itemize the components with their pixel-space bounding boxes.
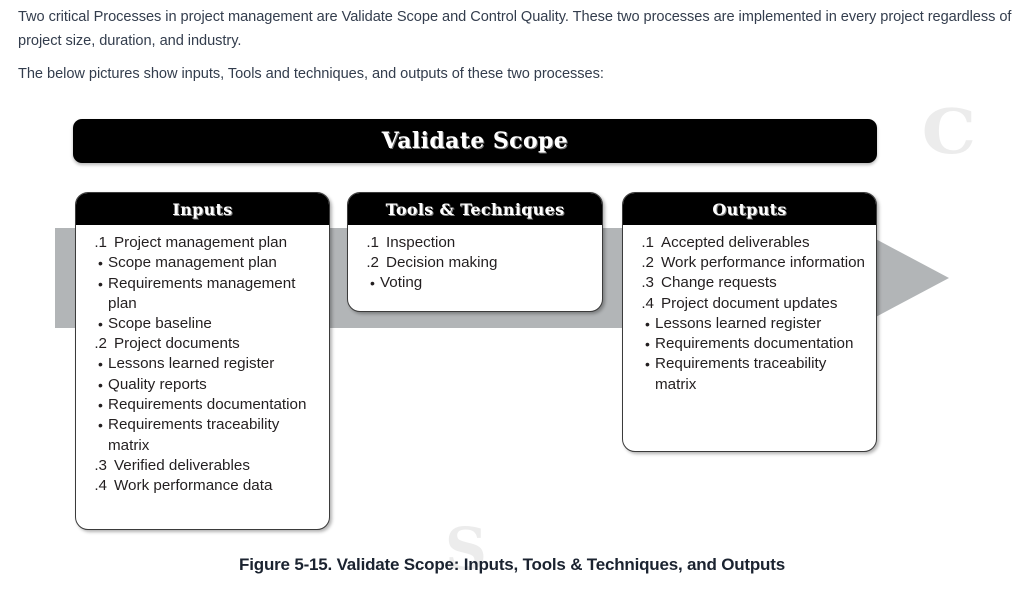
list-item: • Lessons learned register — [86, 354, 319, 374]
column-inputs-body: .1 Project management plan • Scope manag… — [76, 225, 329, 506]
watermark-top-icon: C — [921, 95, 975, 168]
column-outputs-body: .1 Accepted deliverables .2 Work perform… — [623, 225, 876, 405]
bullet-icon: • — [98, 376, 103, 393]
list-item: • Requirements documentation — [86, 395, 319, 415]
list-item: .4 Work performance data — [86, 476, 319, 496]
process-banner-title: Validate Scope — [381, 128, 569, 154]
bullet-text: Requirements traceability matrix — [655, 355, 827, 393]
bullet-text: Requirements traceability matrix — [108, 416, 280, 454]
bullet-text: Lessons learned register — [655, 314, 822, 332]
bullet-text: Requirements documentation — [108, 396, 307, 414]
item-marker: .1 — [641, 234, 654, 251]
sub-bullet-list: • Scope management plan • Requirements m… — [86, 253, 319, 334]
bullet-icon: • — [98, 315, 103, 332]
item-marker: .1 — [94, 234, 107, 251]
list-item: • Requirements management plan — [86, 274, 319, 314]
list-item: • Voting — [358, 273, 592, 293]
item-marker: .4 — [641, 294, 654, 312]
list-item: .3 Verified deliverables — [86, 456, 319, 476]
item-text: Accepted deliverables — [661, 234, 810, 251]
bullet-text: Scope baseline — [108, 314, 212, 332]
item-text: Project document updates — [661, 294, 838, 312]
bullet-text: Voting — [380, 274, 423, 292]
bullet-icon: • — [645, 315, 650, 332]
item-text: Project management plan — [114, 234, 288, 251]
list-item: • Requirements documentation — [633, 334, 866, 354]
bullet-text: Requirements management plan — [108, 274, 296, 312]
column-outputs-header-title: Outputs — [712, 199, 787, 219]
item-text: Verified deliverables — [114, 456, 250, 474]
list-item: • Lessons learned register — [633, 314, 866, 334]
intro-text-block: Two critical Processes in project manage… — [18, 6, 1014, 87]
list-item: • Quality reports — [86, 375, 319, 395]
list-item: .4 Project document updates — [633, 294, 866, 314]
list-item: • Scope baseline — [86, 314, 319, 334]
item-marker: .1 — [366, 234, 379, 251]
list-item: .1 Accepted deliverables — [633, 233, 866, 253]
item-text: Change requests — [661, 274, 777, 292]
process-banner: Validate Scope — [73, 119, 877, 163]
list-item: • Requirements traceability matrix — [86, 415, 319, 455]
intro-paragraph-2: The below pictures show inputs, Tools an… — [18, 66, 604, 83]
bullet-text: Lessons learned register — [108, 355, 275, 373]
column-tools-header: Tools & Techniques — [348, 193, 602, 225]
item-marker: .3 — [641, 274, 654, 292]
list-item: • Requirements traceability matrix — [633, 354, 866, 394]
bullet-text: Requirements documentation — [655, 335, 854, 353]
figure-caption: Figure 5-15. Validate Scope: Inputs, Too… — [239, 555, 785, 574]
bullet-text: Scope management plan — [108, 254, 277, 272]
sub-bullet-list: • Lessons learned register • Requirement… — [633, 314, 866, 395]
bullet-icon: • — [645, 356, 650, 373]
bullet-icon: • — [98, 255, 103, 272]
column-inputs-header: Inputs — [76, 193, 329, 225]
list-item: .1 Inspection — [358, 233, 592, 253]
bullet-icon: • — [98, 397, 103, 414]
item-marker: .4 — [94, 477, 107, 495]
validate-scope-figure: C S Validate Scope Inputs .1 Project man… — [0, 95, 1024, 613]
sub-bullet-list: • Lessons learned register • Quality rep… — [86, 354, 319, 455]
item-text: Inspection — [386, 234, 456, 251]
column-outputs-header: Outputs — [623, 193, 876, 225]
sub-bullet-list: • Voting — [358, 273, 592, 293]
item-marker: .3 — [94, 456, 107, 474]
column-tools-and-techniques: Tools & Techniques .1 Inspection .2 Deci… — [347, 192, 603, 312]
bullet-icon: • — [98, 417, 103, 434]
column-inputs: Inputs .1 Project management plan • Scop… — [75, 192, 330, 530]
bullet-icon: • — [645, 336, 650, 353]
intro-paragraph-1: Two critical Processes in project manage… — [18, 9, 1012, 49]
item-text: Work performance data — [114, 477, 273, 495]
bullet-icon: • — [98, 275, 103, 292]
list-item: .2 Work performance information — [633, 253, 866, 273]
list-item: .2 Project documents — [86, 334, 319, 354]
item-marker: .2 — [94, 335, 107, 353]
list-item: .1 Project management plan — [86, 233, 319, 253]
bullet-text: Quality reports — [108, 375, 207, 393]
list-item: • Scope management plan — [86, 253, 319, 273]
bullet-icon: • — [98, 356, 103, 373]
list-item: .3 Change requests — [633, 273, 866, 293]
list-item: .2 Decision making — [358, 253, 592, 273]
item-marker: .2 — [641, 254, 654, 272]
column-tools-header-title: Tools & Techniques — [385, 199, 565, 219]
column-tools-body: .1 Inspection .2 Decision making • Votin… — [348, 225, 602, 304]
item-text: Project documents — [114, 335, 240, 353]
item-text: Decision making — [386, 254, 498, 272]
bullet-icon: • — [370, 275, 375, 292]
item-marker: .2 — [366, 254, 379, 272]
column-inputs-header-title: Inputs — [172, 199, 233, 219]
item-text: Work performance information — [661, 254, 865, 272]
column-outputs: Outputs .1 Accepted deliverables .2 Work… — [622, 192, 877, 452]
